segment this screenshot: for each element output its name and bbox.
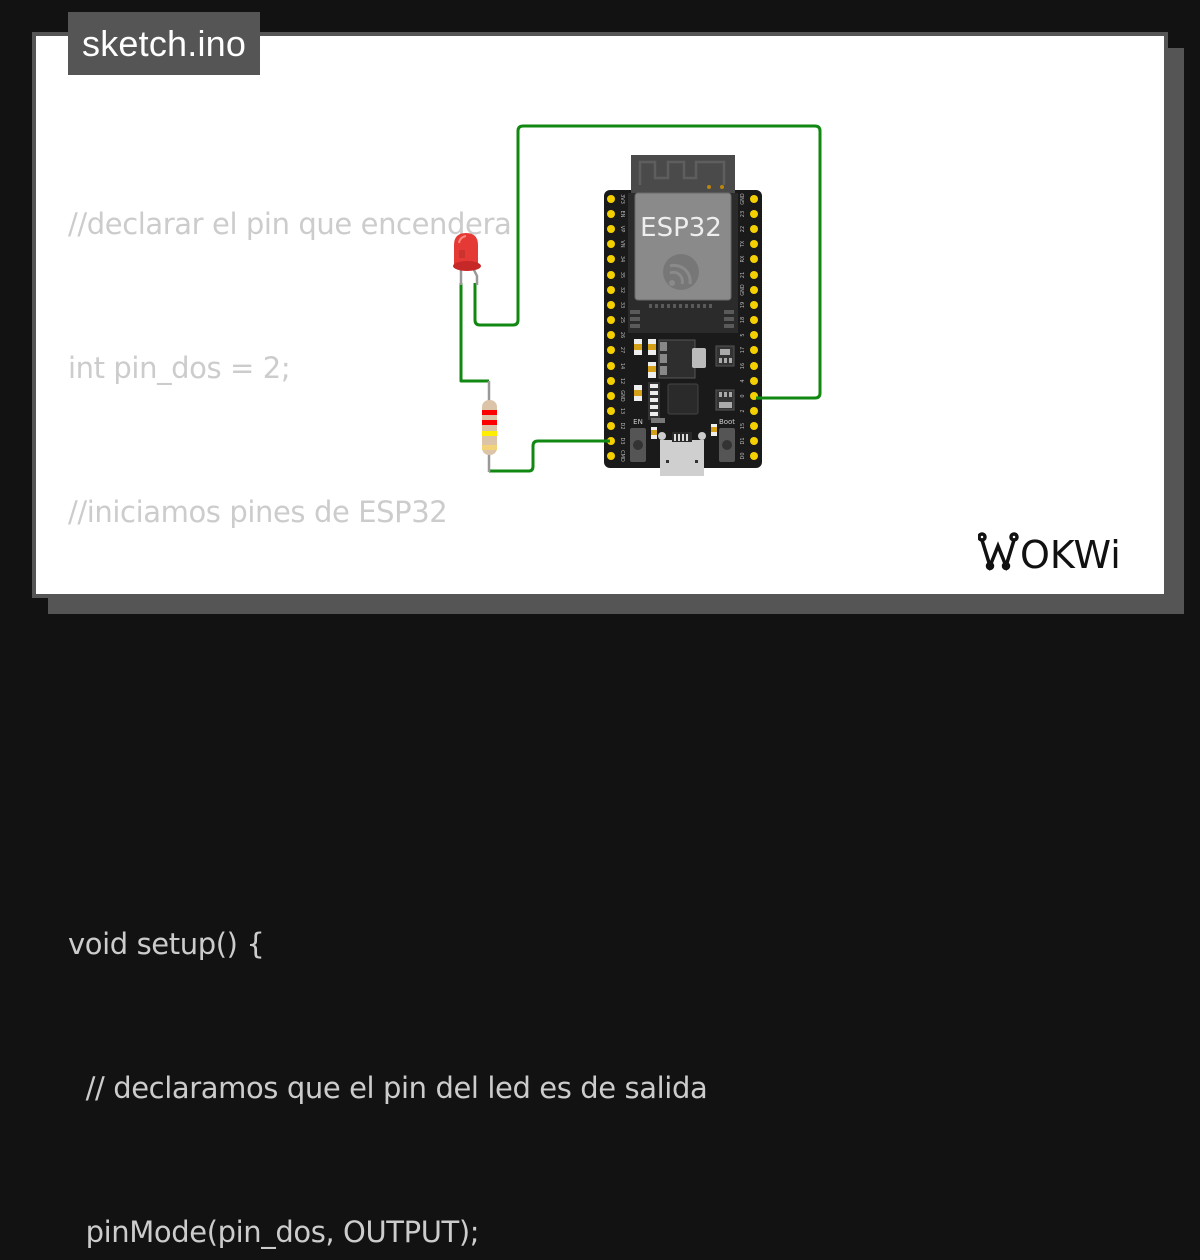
circuit-diagram: ESP32 xyxy=(453,124,822,476)
svg-text:D1: D1 xyxy=(740,437,746,444)
code-line xyxy=(68,632,707,680)
svg-text:4: 4 xyxy=(740,379,746,382)
svg-text:27: 27 xyxy=(619,347,625,353)
svg-text:5: 5 xyxy=(740,333,746,336)
svg-text:3V3: 3V3 xyxy=(619,194,625,204)
right-pin-header[interactable] xyxy=(750,195,758,460)
svg-text:GND: GND xyxy=(740,193,746,205)
en-label: EN xyxy=(633,418,643,426)
code-line: //declarar el pin que encendera xyxy=(68,207,512,241)
svg-text:18: 18 xyxy=(740,317,746,323)
svg-text:12: 12 xyxy=(619,378,625,384)
code-line: //iniciamos pines de ESP32 xyxy=(68,495,448,529)
usb-port xyxy=(658,432,706,476)
svg-text:D2: D2 xyxy=(619,422,625,429)
en-button[interactable] xyxy=(630,428,646,462)
svg-text:19: 19 xyxy=(740,302,746,308)
svg-text:D0: D0 xyxy=(740,452,746,459)
left-pin-header[interactable] xyxy=(607,195,615,460)
svg-text:EN: EN xyxy=(619,211,625,218)
svg-text:26: 26 xyxy=(619,332,625,338)
svg-text:16: 16 xyxy=(740,363,746,369)
svg-text:13: 13 xyxy=(619,408,625,414)
board-label: ESP32 xyxy=(640,213,722,243)
wire-led-to-gpio2 xyxy=(473,124,822,400)
wokwi-logo: OKWi xyxy=(978,532,1121,576)
svg-text:TX: TX xyxy=(740,240,746,248)
svg-text:2: 2 xyxy=(740,409,746,412)
svg-text:RX: RX xyxy=(740,255,746,262)
espressif-icon xyxy=(663,254,699,290)
svg-text:32: 32 xyxy=(619,287,625,293)
red-led[interactable] xyxy=(453,233,481,285)
svg-text:CMD: CMD xyxy=(619,450,625,462)
svg-text:VN: VN xyxy=(619,240,625,247)
file-title-tab: sketch.ino xyxy=(68,12,261,75)
svg-text:GND: GND xyxy=(619,390,625,402)
svg-text:21: 21 xyxy=(740,272,746,278)
code-line xyxy=(68,776,707,824)
svg-text:VP: VP xyxy=(619,226,625,232)
esp32-board[interactable]: ESP32 xyxy=(604,155,762,476)
svg-text:14: 14 xyxy=(619,363,625,369)
code-line: // declaramos que el pin del led es de s… xyxy=(68,1071,708,1105)
wire-led-to-resistor xyxy=(459,283,489,383)
svg-text:D3: D3 xyxy=(619,437,625,444)
svg-text:GND: GND xyxy=(740,284,746,296)
svg-text:23: 23 xyxy=(740,211,746,217)
code-line: int pin_dos = 2; xyxy=(68,351,291,385)
svg-text:22: 22 xyxy=(740,226,746,232)
boot-label: Boot xyxy=(719,418,735,426)
svg-text:17: 17 xyxy=(740,347,746,353)
svg-text:0: 0 xyxy=(740,394,746,397)
svg-text:35: 35 xyxy=(619,272,625,278)
svg-text:25: 25 xyxy=(619,317,625,323)
code-line: pinMode(pin_dos, OUTPUT); xyxy=(68,1215,480,1249)
svg-text:33: 33 xyxy=(619,302,625,308)
code-line: void setup() { xyxy=(68,927,265,961)
wire-resistor-to-gnd xyxy=(489,439,610,473)
boot-button[interactable] xyxy=(719,428,735,462)
resistor[interactable] xyxy=(482,381,497,472)
wires[interactable] xyxy=(459,124,822,473)
wokwi-wordmark: OKWi xyxy=(1020,533,1121,576)
svg-text:34: 34 xyxy=(619,256,625,262)
svg-text:15: 15 xyxy=(740,423,746,429)
